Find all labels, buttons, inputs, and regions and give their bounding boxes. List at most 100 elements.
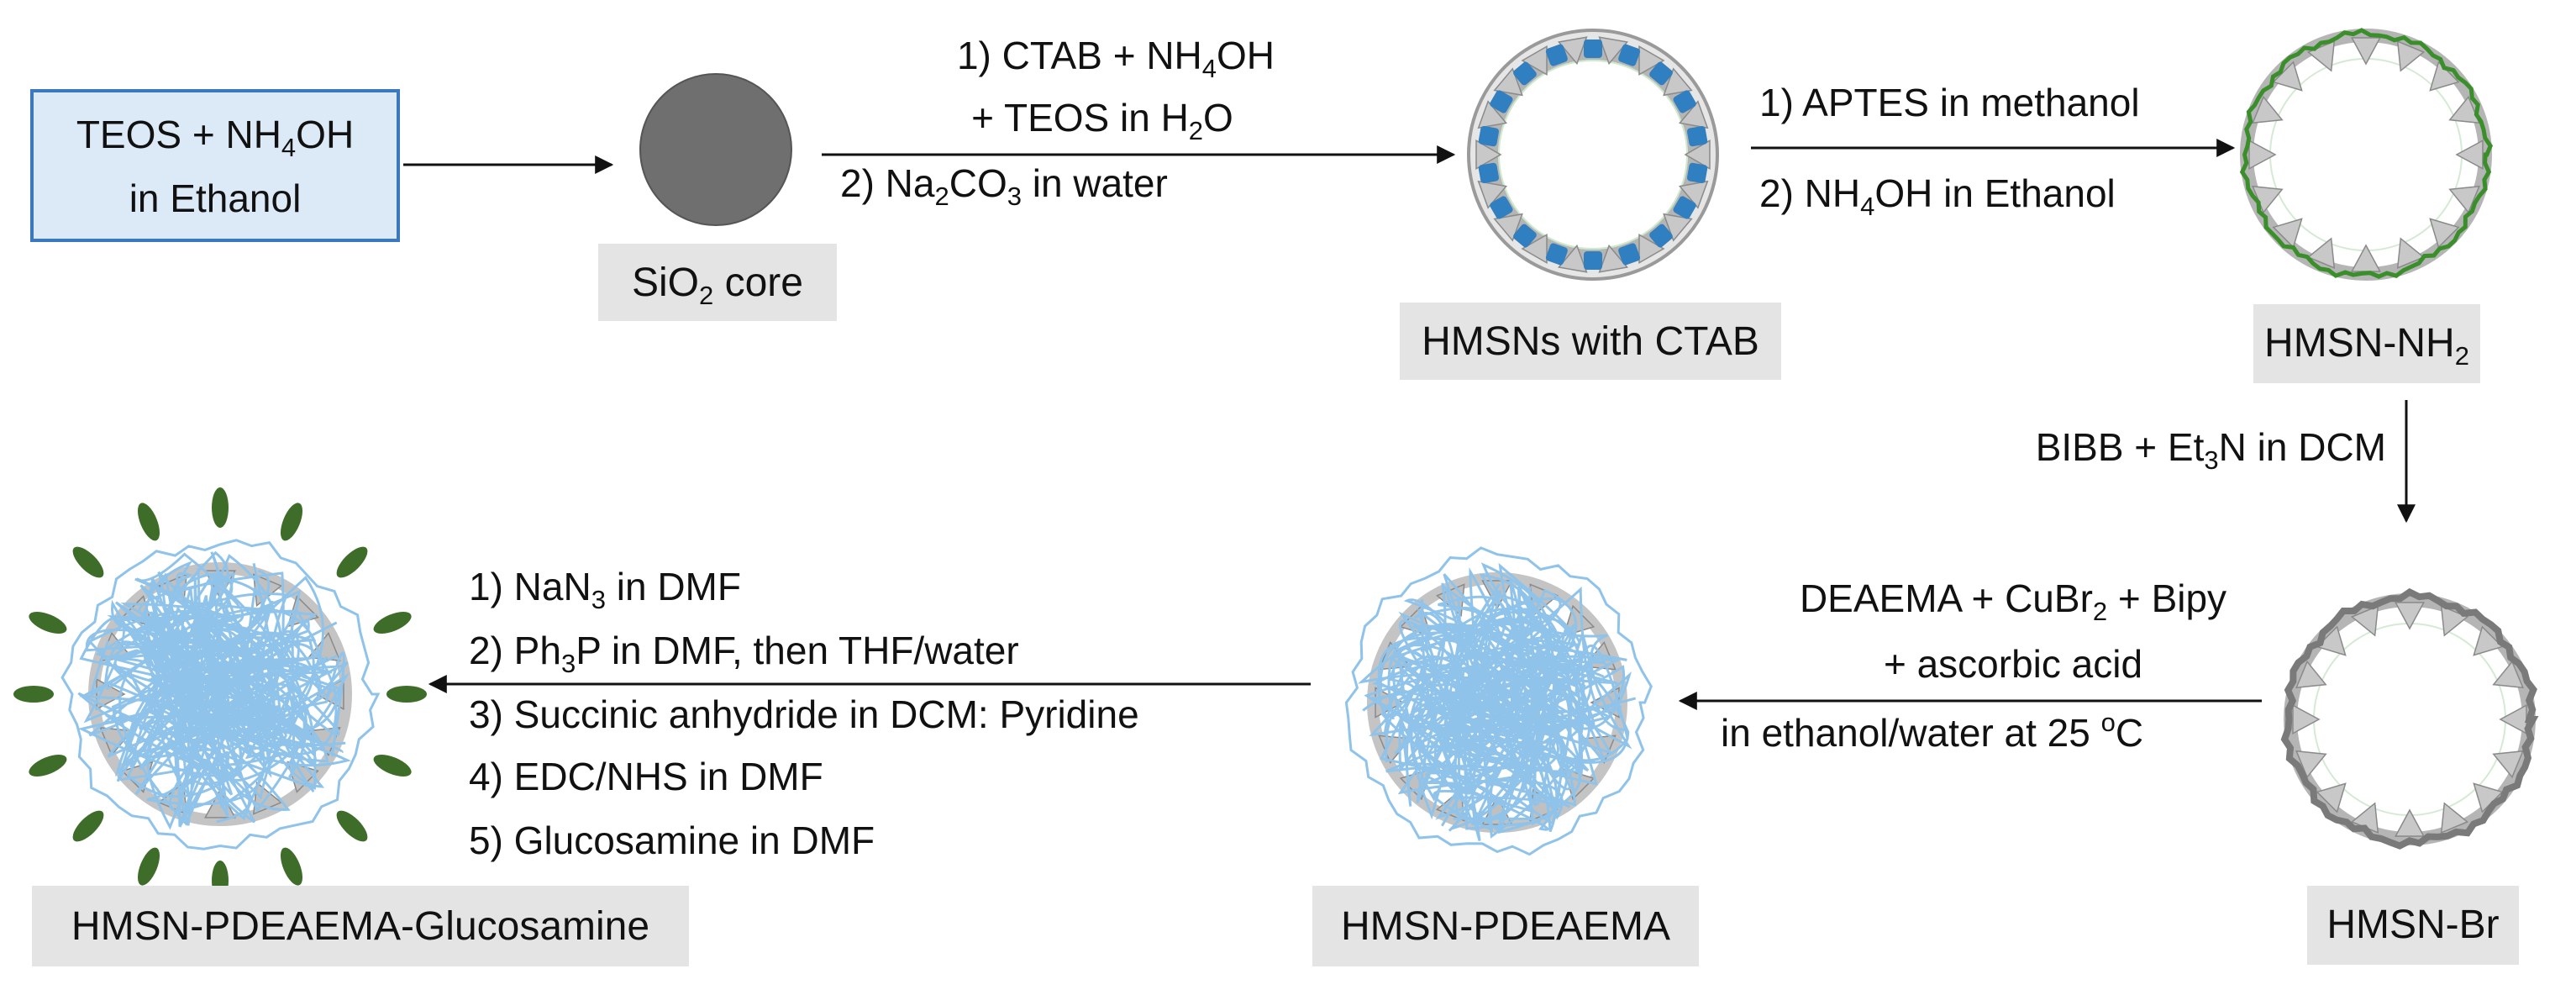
hmsn-br-particle	[2280, 587, 2539, 850]
pore-shape	[2396, 39, 2426, 72]
pore-shape	[1493, 67, 1523, 97]
pore-shape	[1678, 180, 1709, 209]
pore-shape	[2316, 625, 2347, 656]
pore-shape	[1521, 45, 1548, 76]
pore-shape	[2295, 660, 2327, 689]
step4-line1: DEAEMA + CuBr2 + Bipy	[1800, 576, 2226, 626]
pore-shape	[2440, 604, 2469, 637]
ctab-micelle	[1686, 162, 1708, 183]
ctab-micelle	[1490, 196, 1513, 219]
hmsn-pdeaema-particle	[1344, 546, 1653, 856]
pore-shape	[2396, 237, 2426, 270]
ctab-micelle	[1545, 243, 1568, 266]
glucosamine-moiety	[280, 847, 303, 886]
pore-shape	[1663, 213, 1693, 242]
step5-line3: 3) Succinic anhydride in DCM: Pyridine	[469, 692, 1139, 736]
pore-shape	[2492, 660, 2525, 689]
step2-line1: 1) APTES in methanol	[1759, 81, 2140, 124]
glucosamine-moiety	[72, 546, 104, 578]
glucosamine-moiety	[373, 754, 412, 777]
glucosamine-moiety	[13, 686, 54, 703]
pore-shape	[2251, 95, 2284, 124]
ctab-micelle	[1686, 126, 1708, 147]
pore-shape	[2394, 808, 2426, 837]
glucosamine-moiety	[280, 503, 303, 541]
ctab-micelle	[1673, 90, 1696, 113]
pore-shape	[2440, 802, 2469, 834]
pore-shape	[1598, 244, 1629, 273]
glucosamine-moiety	[72, 810, 104, 842]
ctab-micelle	[1478, 162, 1499, 184]
glucosamine-moiety	[29, 754, 67, 777]
start-box-line2: in Ethanol	[129, 176, 302, 220]
pore-shape	[1477, 180, 1508, 209]
pore-shape	[2492, 750, 2525, 779]
glucosamine-moiety	[137, 503, 160, 541]
pore-shape	[2448, 95, 2481, 124]
sio2-core-label: SiO2 core	[632, 261, 803, 310]
sio2-core-label-box	[598, 244, 837, 321]
ctab-micelle	[1673, 196, 1696, 219]
pore-shape	[1598, 36, 1629, 66]
step4-line3: in ethanol/water at 25 oC	[1721, 708, 2143, 755]
pore-shape	[2350, 604, 2379, 637]
ctab-micelle	[1584, 251, 1602, 270]
hmsn-glucosamine-particle	[13, 487, 427, 901]
hmsn-pdeaema-label: HMSN-PDEAEMA	[1341, 904, 1670, 949]
start-box	[30, 89, 400, 242]
pore-shape	[1678, 100, 1709, 129]
pore-shape	[1521, 233, 1548, 265]
ctab-micelle	[1649, 224, 1673, 248]
glucosamine-moiety	[137, 847, 160, 886]
pore-shape	[1475, 139, 1502, 171]
hmsn-gluc-label-box	[32, 886, 689, 966]
hmsn-br-label-box	[2307, 886, 2519, 965]
step2-line2: 2) NH4OH in Ethanol	[1759, 171, 2116, 221]
glucosamine-moiety	[29, 611, 67, 634]
hmsn-br-label: HMSN-Br	[2326, 903, 2499, 947]
pore-shape	[2295, 750, 2327, 779]
hmsn-pdeaema-label-box	[1312, 886, 1699, 966]
pore-shape	[2350, 37, 2382, 66]
pore-shape	[1638, 233, 1665, 265]
step5-line5: 5) Glucosamine in DMF	[469, 819, 875, 862]
pore-shape	[1638, 45, 1665, 76]
pore-shape	[2455, 139, 2484, 171]
pore-shape	[2306, 39, 2336, 72]
ctab-micelle	[1478, 125, 1499, 147]
step1-line3: 2) Na2CO3 in water	[840, 161, 1168, 211]
glucosamine-moiety	[386, 686, 427, 703]
pore-shape	[2394, 602, 2426, 630]
sio2-core-particle	[639, 73, 792, 226]
glucosamine-moiety	[336, 810, 368, 842]
pore-shape	[1684, 139, 1711, 171]
hmsn-gluc-label: HMSN-PDEAEMA-Glucosamine	[71, 904, 649, 949]
pore-shape	[2316, 782, 2347, 813]
pore-shape	[1557, 244, 1588, 273]
pore-shape	[2292, 703, 2321, 735]
step5-line2: 2) Ph3P in DMF, then THF/water	[469, 629, 1019, 678]
step5-line1: 1) NaN3 in DMF	[469, 565, 741, 614]
pore-shape	[2429, 61, 2460, 92]
step4-line2: + ascorbic acid	[1884, 642, 2142, 686]
pore-shape	[2473, 625, 2504, 656]
hmsn-nh2-label: HMSN-NH2	[2264, 321, 2469, 371]
start-box-line1: TEOS + NH4OH	[76, 113, 354, 162]
glucosamine-moiety	[336, 546, 368, 578]
pore-shape	[2272, 61, 2303, 92]
step1-line1: 1) CTAB + NH4OH	[957, 34, 1275, 83]
pore-shape	[1663, 67, 1693, 97]
ctab-micelle	[1618, 44, 1641, 66]
step3-label: BIBB + Et3N in DCM	[2036, 425, 2386, 475]
step1-line2: + TEOS in H2O	[971, 96, 1233, 145]
hmsn-ctab-label-box	[1400, 303, 1781, 380]
pore-shape	[2429, 218, 2460, 249]
hmsn-nh2-particle	[2239, 28, 2494, 281]
pore-shape	[2248, 139, 2277, 171]
ctab-micelle	[1513, 224, 1537, 248]
ctab-micelle	[1513, 61, 1537, 86]
pore-shape	[1557, 36, 1588, 66]
ctab-micelle	[1545, 44, 1568, 66]
ctab-micelle	[1584, 39, 1602, 58]
step5-line4: 4) EDC/NHS in DMF	[469, 755, 823, 798]
